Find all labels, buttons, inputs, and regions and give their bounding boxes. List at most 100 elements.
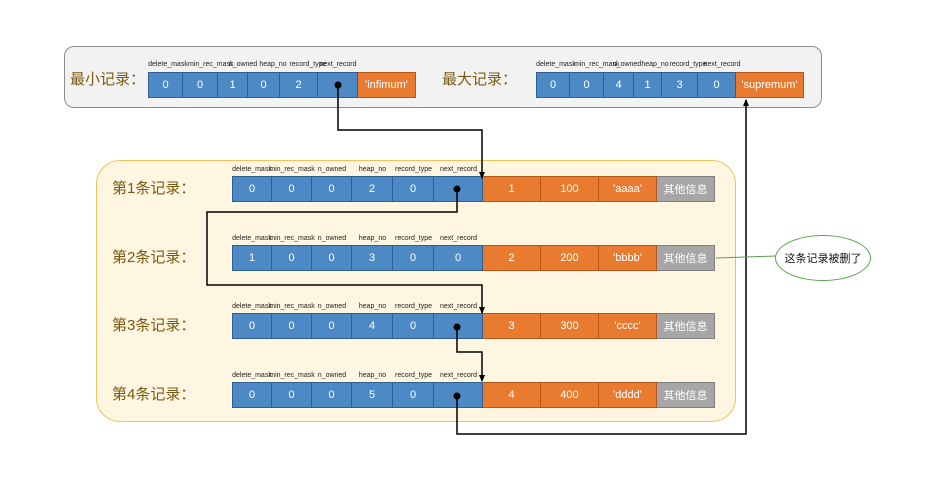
field-header: record_type — [289, 61, 327, 68]
heap-no-cell: 5 — [352, 382, 393, 408]
heap-no-cell: 1 — [634, 72, 662, 98]
min-rec-mask-cell: 0 — [272, 382, 312, 408]
supremum-record: 0 0 4 1 3 0 'supremum' — [536, 72, 804, 98]
n-owned-cell: 0 — [312, 313, 352, 339]
text-cell: 'cccc' — [599, 313, 657, 339]
field-header: delete_mask — [232, 235, 272, 242]
delete-mask-cell: 0 — [148, 72, 183, 98]
other-info-cell: 其他信息 — [657, 313, 715, 339]
record4-next-pointer — [456, 99, 749, 435]
field-header: n_owned — [317, 303, 347, 310]
field-header: n_owned — [317, 235, 347, 242]
delete-mask-cell: 1 — [232, 245, 272, 271]
field-header: min_rec_mask — [269, 372, 315, 379]
callout-connector — [715, 255, 777, 259]
field-header: record_type — [669, 61, 707, 68]
field-header: record_type — [395, 166, 432, 173]
supremum-label: 最大记录： — [442, 71, 518, 88]
heap-no-cell: 0 — [248, 72, 280, 98]
field-header: min_rec_mask — [188, 61, 234, 68]
delete-mask-cell: 0 — [232, 176, 272, 202]
field-header: delete_mask — [232, 303, 272, 310]
min-rec-mask-cell: 0 — [272, 176, 312, 202]
min-rec-mask-cell: 0 — [183, 72, 218, 98]
deleted-callout: 这条记录被删了 — [775, 235, 871, 281]
other-info-cell: 其他信息 — [657, 176, 715, 202]
n-owned-cell: 0 — [312, 245, 352, 271]
text-cell: 'bbbb' — [599, 245, 657, 271]
record1-next-pointer — [206, 189, 485, 314]
infimum-name-cell: 'infimum' — [358, 72, 416, 98]
user-records-panel — [96, 160, 736, 422]
field-header: next_record — [319, 61, 357, 68]
n-owned-cell: 1 — [218, 72, 248, 98]
record-type-cell: 0 — [393, 382, 434, 408]
heap-no-cell: 2 — [352, 176, 393, 202]
primary-key-cell: 4 — [483, 382, 541, 408]
field-header: min_rec_mask — [269, 166, 315, 173]
n-owned-cell: 0 — [312, 382, 352, 408]
min-rec-mask-cell: 0 — [570, 72, 604, 98]
value-cell: 100 — [541, 176, 599, 202]
min-rec-mask-cell: 0 — [272, 245, 312, 271]
primary-key-cell: 1 — [483, 176, 541, 202]
n-owned-cell: 0 — [312, 176, 352, 202]
field-header: record_type — [395, 235, 432, 242]
field-header: n_owned — [317, 166, 347, 173]
field-header: next_record — [440, 372, 477, 379]
value-cell: 300 — [541, 313, 599, 339]
other-info-cell: 其他信息 — [657, 245, 715, 271]
value-cell: 400 — [541, 382, 599, 408]
field-header: n_owned — [228, 61, 258, 68]
field-header: heap_no — [358, 235, 387, 242]
field-header: record_type — [395, 372, 432, 379]
field-header: min_rec_mask — [269, 235, 315, 242]
field-header: n_owned — [317, 372, 347, 379]
record-label: 第4条记录： — [112, 386, 196, 403]
record-type-cell: 0 — [393, 176, 434, 202]
field-header: delete_mask — [232, 166, 272, 173]
record-type-cell: 0 — [393, 313, 434, 339]
field-header: delete_mask — [232, 372, 272, 379]
heap-no-cell: 4 — [352, 313, 393, 339]
value-cell: 200 — [541, 245, 599, 271]
field-header: heap_no — [358, 372, 387, 379]
field-header: min_rec_mask — [269, 303, 315, 310]
field-header: min_rec_mask — [574, 61, 620, 68]
field-header: heap_no — [358, 166, 387, 173]
infimum-next-pointer — [337, 85, 485, 179]
text-cell: 'dddd' — [599, 382, 657, 408]
primary-key-cell: 3 — [483, 313, 541, 339]
record-type-cell: 3 — [662, 72, 698, 98]
field-header: next_record — [703, 61, 741, 68]
field-header: next_record — [440, 235, 477, 242]
n-owned-cell: 4 — [604, 72, 634, 98]
delete-mask-cell: 0 — [232, 313, 272, 339]
record-label: 第3条记录： — [112, 317, 196, 334]
field-header: heap_no — [641, 61, 669, 68]
supremum-name-cell: 'supremum' — [736, 72, 804, 98]
record-type-cell: 0 — [393, 245, 434, 271]
primary-key-cell: 2 — [483, 245, 541, 271]
delete-mask-cell: 0 — [536, 72, 570, 98]
field-header: next_record — [440, 303, 477, 310]
field-header: delete_mask — [536, 61, 576, 68]
next-record-cell: 0 — [698, 72, 736, 98]
record-label: 第1条记录： — [112, 180, 196, 197]
min-rec-mask-cell: 0 — [272, 313, 312, 339]
field-header: heap_no — [358, 303, 387, 310]
infimum-label: 最小记录： — [70, 71, 146, 88]
field-header: record_type — [395, 303, 432, 310]
next-record-cell: 0 — [434, 245, 483, 271]
delete-mask-cell: 0 — [232, 382, 272, 408]
other-info-cell: 其他信息 — [657, 382, 715, 408]
field-header: next_record — [440, 166, 477, 173]
record3-next-pointer — [456, 327, 485, 382]
heap-no-cell: 3 — [352, 245, 393, 271]
record-type-cell: 2 — [280, 72, 318, 98]
